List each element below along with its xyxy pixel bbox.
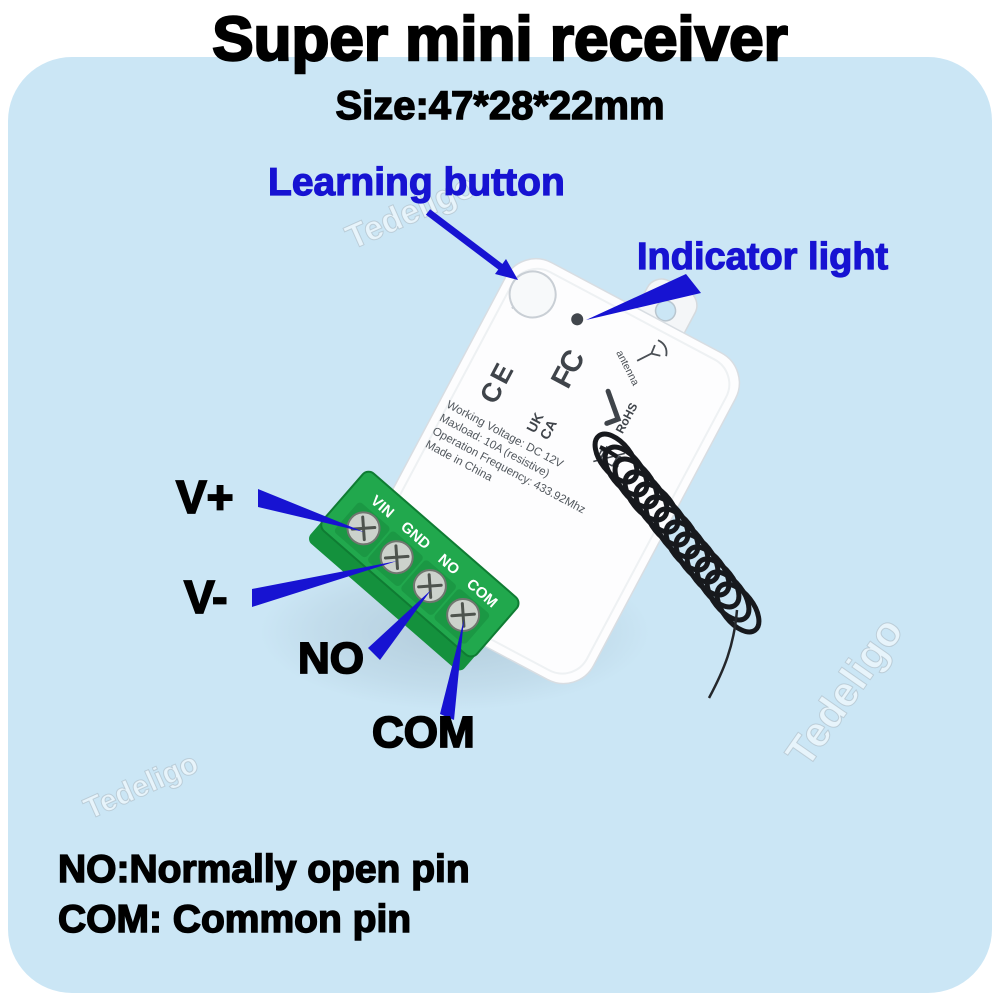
- learning-button-arrowhead: [495, 259, 518, 280]
- terminal-screws: [346, 511, 481, 632]
- callout-pointers: [252, 209, 701, 720]
- indicator-light-label: Indicator light: [636, 235, 889, 278]
- com-label: COM: [371, 707, 475, 758]
- learning-button-label: Learning button: [267, 160, 565, 204]
- antenna-wire-tail: [707, 609, 739, 699]
- learning-button: [508, 270, 557, 319]
- legend-com-line: COM: Common pin: [57, 897, 412, 942]
- no-pointer: [368, 590, 431, 660]
- learning-button-pointer: [425, 209, 505, 271]
- mounting-hole: [654, 300, 677, 322]
- watermark-text: Tedeligo: [79, 747, 203, 826]
- v-minus-pointer: [252, 561, 397, 607]
- page-title: Super mini receiver: [211, 4, 789, 75]
- no-label: NO: [297, 633, 365, 684]
- legend-no-line: NO:Normally open pin: [57, 847, 470, 892]
- indicator-led: [571, 313, 584, 326]
- terminal-block: VIN GND NO COM: [309, 470, 520, 671]
- receiver-device: antenna FC CE UK CA RoHS: [309, 258, 741, 685]
- com-pointer: [440, 619, 464, 720]
- indicator-light-pointer: [586, 274, 701, 320]
- v-plus-label: V+: [175, 470, 234, 524]
- v-plus-pointer: [258, 489, 364, 532]
- antenna-coil: [587, 427, 767, 699]
- v-minus-label: V-: [183, 570, 228, 624]
- size-text: Size:47*28*22mm: [335, 83, 666, 128]
- watermark-text: Tedeligo: [776, 609, 912, 775]
